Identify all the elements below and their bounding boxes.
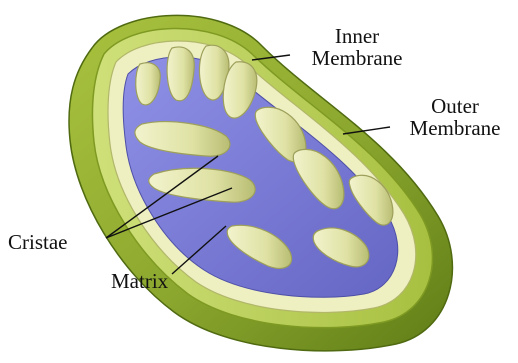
inner-membrane-label: Inner Membrane [292,25,422,69]
outer-membrane-label-line2: Membrane [392,117,518,139]
outer-membrane-label: Outer Membrane [392,95,518,139]
inner-membrane-label-line2: Membrane [292,47,422,69]
outer-membrane-label-line1: Outer [392,95,518,117]
inner-membrane-label-line1: Inner [292,25,422,47]
cristae-label: Cristae [8,231,67,253]
matrix-label: Matrix [111,270,168,292]
